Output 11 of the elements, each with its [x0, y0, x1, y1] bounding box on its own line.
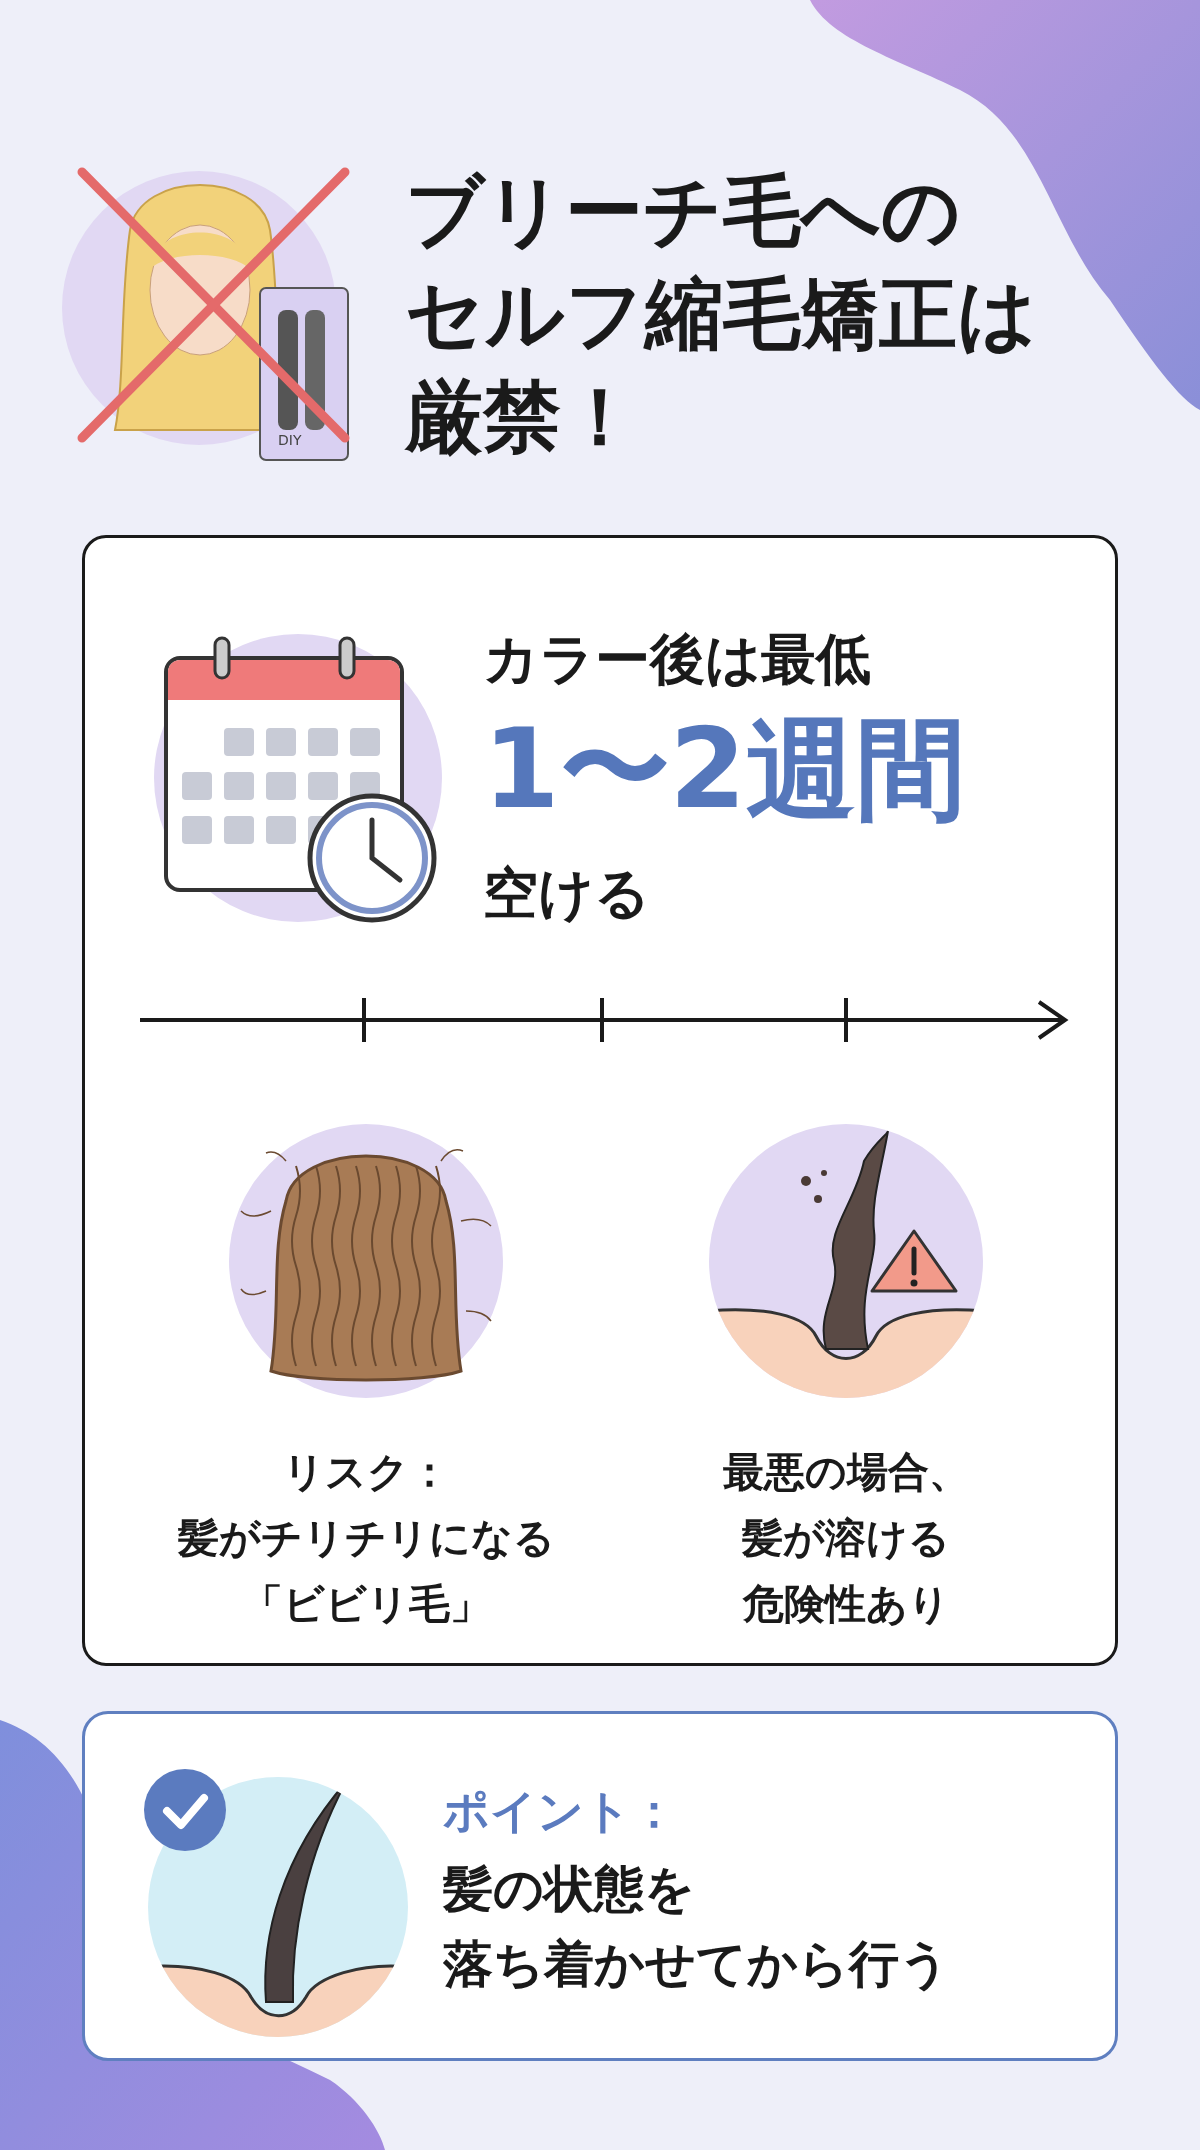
title: ブリーチ毛へのセルフ縮毛矯正は厳禁！: [405, 165, 1037, 464]
info-card: [82, 535, 1118, 1666]
tip-heading: ポイント：: [443, 1783, 677, 1840]
tip-card: [82, 1711, 1118, 2061]
package-label: DIY: [278, 432, 302, 448]
tip-text: 髪の状態を落ち着かせてから行う: [443, 1859, 950, 1995]
heading-text: 空ける: [483, 860, 650, 926]
heading-text: カラー後は最低: [483, 626, 871, 692]
caption-text: 最悪の場合、髪が溶ける危険性あり: [721, 1447, 971, 1630]
highlight-text: 1〜2週間: [483, 704, 967, 835]
caption-text: リスク：髪がチリチリになる「ビビリ毛」: [176, 1447, 556, 1630]
